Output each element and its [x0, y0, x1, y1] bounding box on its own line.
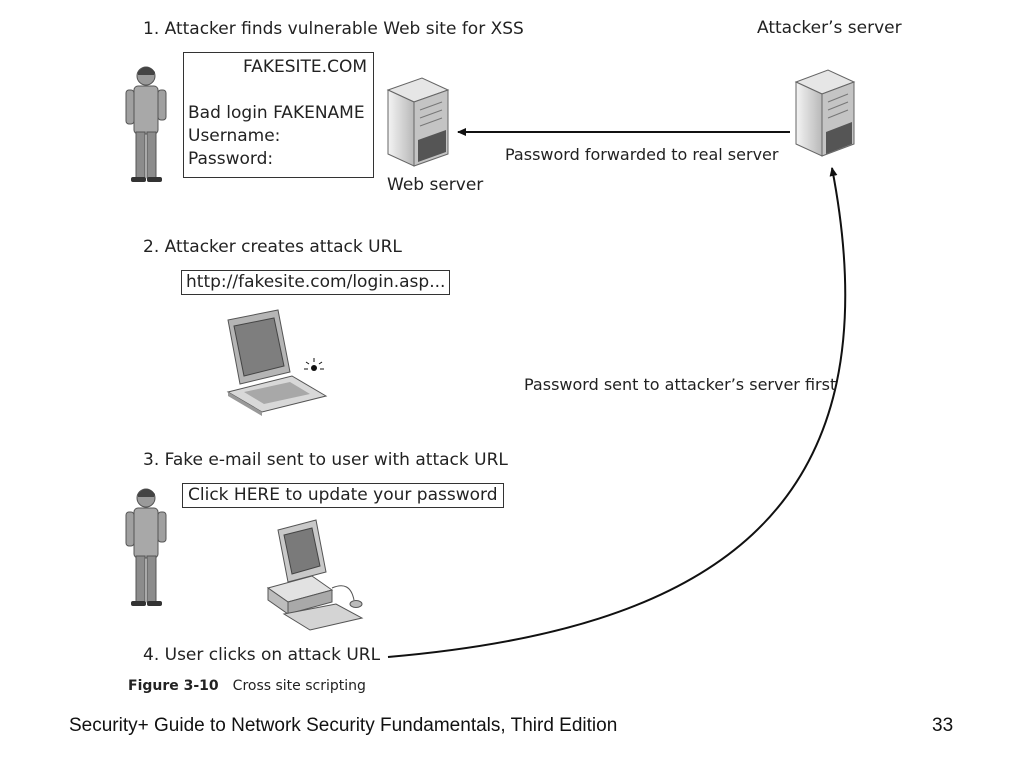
- password-line: Password:: [188, 149, 274, 169]
- username-line: Username:: [188, 126, 281, 146]
- laptop-icon: [226, 309, 328, 416]
- attacker-server-label: Attacker’s server: [757, 18, 902, 38]
- page-number: 33: [932, 715, 954, 736]
- fake-site-box: FAKESITE.COM Bad login FAKENAME Username…: [183, 52, 374, 178]
- sent-first-arrow: [387, 167, 847, 658]
- user-figure-icon: [125, 488, 167, 606]
- figure-number: Figure 3-10: [128, 678, 219, 694]
- forwarded-label: Password forwarded to real server: [505, 145, 779, 164]
- sent-first-label: Password sent to attacker’s server first: [524, 375, 837, 394]
- step-2-label: 2. Attacker creates attack URL: [143, 237, 402, 257]
- step-3-label: 3. Fake e-mail sent to user with attack …: [143, 450, 508, 470]
- web-server-icon: [386, 77, 450, 167]
- step-1-label: 1. Attacker finds vulnerable Web site fo…: [143, 19, 524, 39]
- figure-caption-text: Cross site scripting: [232, 678, 366, 694]
- footer-source: Security+ Guide to Network Security Fund…: [69, 715, 618, 736]
- desktop-computer-icon: [266, 519, 364, 631]
- bad-login-line: Bad login FAKENAME: [188, 103, 365, 123]
- attacker-figure-icon: [125, 66, 167, 182]
- web-server-label: Web server: [387, 175, 484, 195]
- email-link-box: Click HERE to update your password: [182, 483, 504, 508]
- attacker-server-icon: [794, 69, 856, 157]
- attack-url-box: http://fakesite.com/login.asp...: [181, 270, 451, 295]
- fake-site-title: FAKESITE.COM: [243, 57, 367, 77]
- figure-caption: Figure 3-10 Cross site scripting: [128, 678, 366, 694]
- step-4-label: 4. User clicks on attack URL: [143, 645, 381, 665]
